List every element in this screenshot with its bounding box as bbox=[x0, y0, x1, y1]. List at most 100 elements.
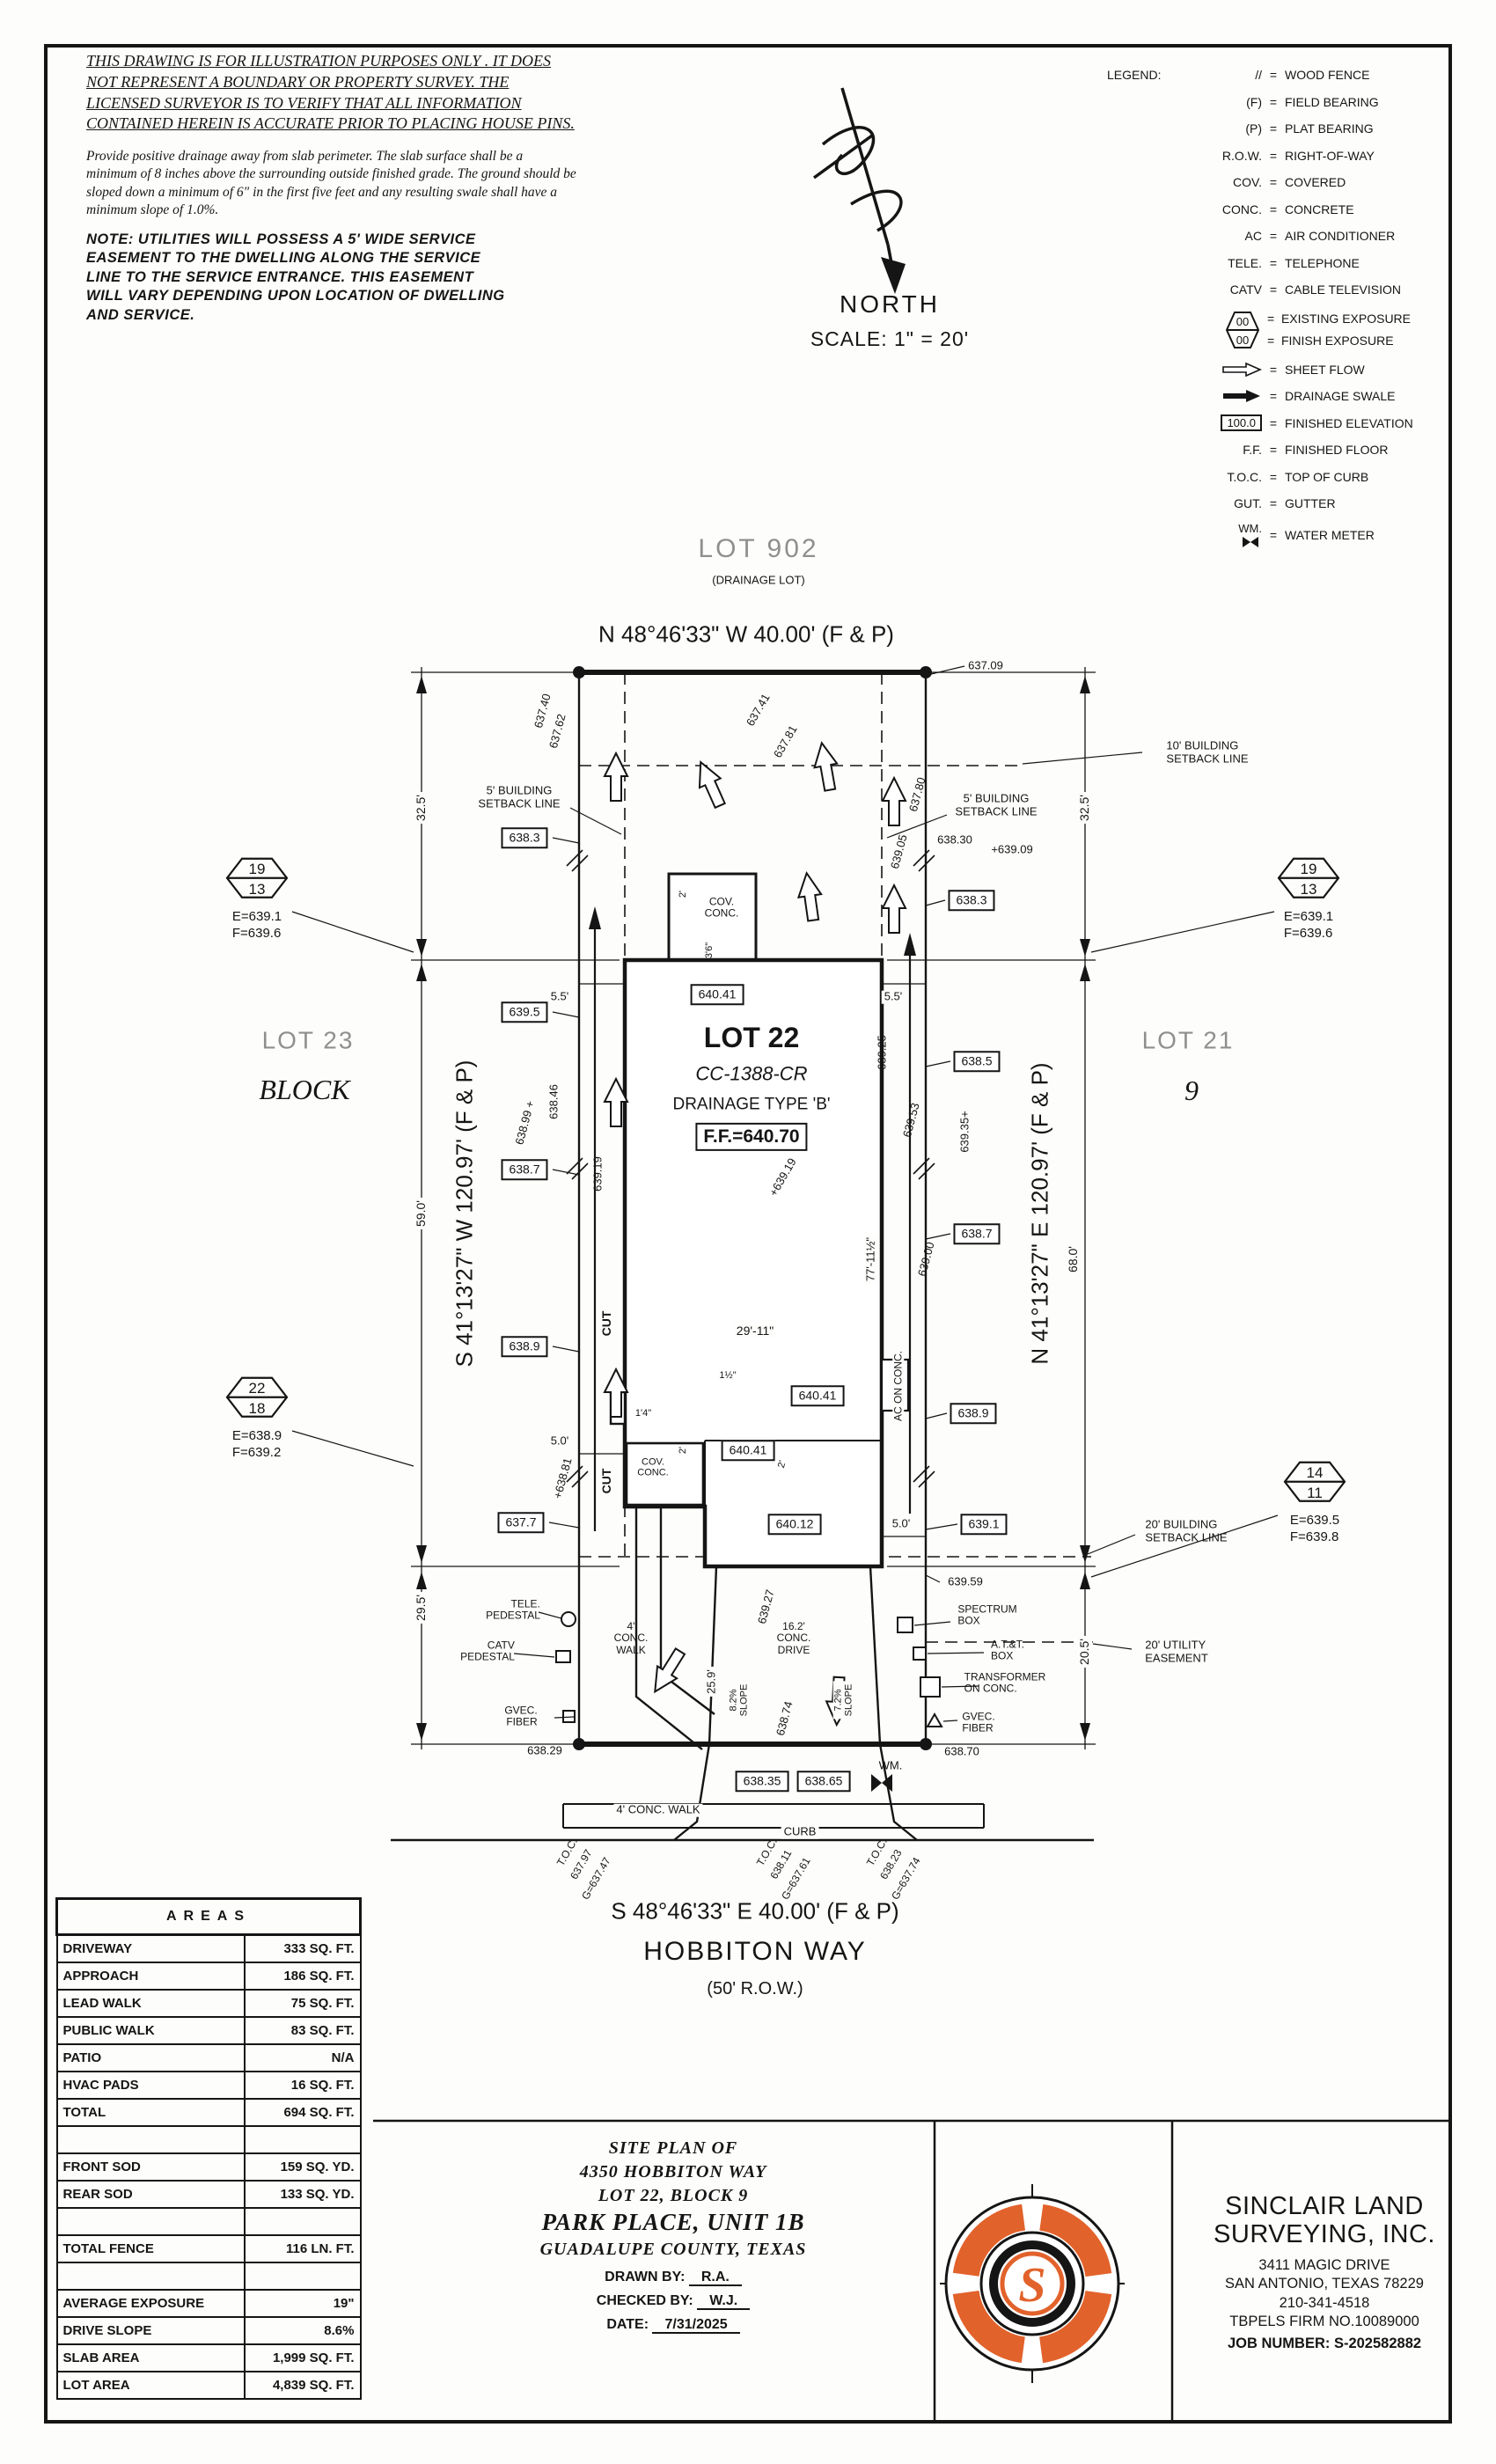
elevation-box-label: 639.1 bbox=[960, 1514, 1008, 1535]
legend: LEGEND: //= WOOD FENCE (F)= FIELD BEARIN… bbox=[1107, 62, 1459, 553]
drawn-by-label: DRAWN BY: bbox=[605, 2269, 686, 2284]
scale-label: SCALE: 1" = 20' bbox=[810, 327, 970, 350]
elevation-box-label: 640.41 bbox=[790, 1385, 845, 1406]
street-name: HOBBITON WAY bbox=[643, 1937, 867, 1967]
finished-elevation-box: 100.0 bbox=[1221, 414, 1262, 432]
plan-label: 639.59 bbox=[948, 1574, 983, 1588]
plat-reference: CC-1388-CR bbox=[695, 1062, 808, 1085]
legend-symbol: (F) bbox=[1246, 94, 1262, 109]
areas-label: FRONT SOD bbox=[55, 2152, 246, 2182]
plan-label: 638.30 bbox=[937, 832, 972, 847]
elevation-box-label: 638.3 bbox=[948, 890, 995, 911]
company-firm-number: TBPELS FIRM NO.10089000 bbox=[1229, 2314, 1419, 2330]
areas-row bbox=[55, 2262, 362, 2291]
svg-text:18: 18 bbox=[249, 1400, 266, 1417]
company-logo: S bbox=[940, 2184, 1125, 2387]
leader-lines bbox=[291, 665, 1279, 1722]
legend-label: AIR CONDITIONER bbox=[1285, 229, 1396, 244]
areas-value bbox=[243, 2125, 362, 2154]
legend-symbol: R.O.W. bbox=[1221, 148, 1262, 163]
areas-row: HVAC PADS 16 SQ. FT. bbox=[55, 2071, 362, 2100]
legend-label: WOOD FENCE bbox=[1285, 68, 1370, 83]
exposure-marker: 19 13 E=639.1 F=639.6 bbox=[224, 854, 290, 942]
legend-label: = FINISH EXPOSURE bbox=[1267, 334, 1394, 348]
elevation-box-label: 638.35 bbox=[735, 1771, 789, 1792]
areas-row: DRIVE SLOPE 8.6% bbox=[55, 2316, 362, 2345]
cov-conc-rear: COV. CONC. bbox=[704, 895, 739, 920]
areas-label: APPROACH bbox=[55, 1962, 246, 1991]
areas-row bbox=[55, 2207, 362, 2236]
finished-floor-elevation: F.F.=640.70 bbox=[695, 1122, 808, 1152]
boundary-corner-markers bbox=[573, 666, 932, 1750]
lot-22-label: LOT 22 bbox=[703, 1022, 800, 1054]
tele-pedestal-icon bbox=[561, 1611, 576, 1627]
areas-value bbox=[243, 2262, 362, 2291]
lot-23-label: LOT 23 bbox=[261, 1026, 355, 1054]
exposure-values: E=638.9 F=639.2 bbox=[231, 1427, 282, 1460]
conc-drive-label: 16.2' CONC. DRIVE bbox=[776, 1619, 811, 1656]
exposure-marker: 22 18 E=638.9 F=639.2 bbox=[224, 1373, 290, 1462]
lot-block-line: LOT 22, BLOCK 9 bbox=[598, 2186, 749, 2205]
exposure-marker: 19 13 E=639.1 F=639.6 bbox=[1275, 854, 1342, 942]
block-number-label: 9 bbox=[1184, 1074, 1199, 1107]
areas-value: 19" bbox=[243, 2289, 362, 2318]
lot-boundary bbox=[574, 670, 931, 1747]
drainage-lot-label: (DRAINAGE LOT) bbox=[712, 573, 805, 587]
block-label: BLOCK bbox=[259, 1074, 350, 1106]
legend-row: T.O.C.= TOP OF CURB bbox=[1227, 469, 1369, 484]
legend-label: COVERED bbox=[1285, 175, 1346, 190]
elevation-box-label: 637.7 bbox=[497, 1512, 545, 1533]
elevation-box-label: 638.65 bbox=[796, 1771, 851, 1792]
legend-symbol: AC bbox=[1244, 229, 1262, 244]
areas-label: LEAD WALK bbox=[55, 1989, 246, 2018]
plan-label: 5.0' bbox=[889, 1517, 913, 1531]
date-row: DATE: 7/31/2025 bbox=[475, 2316, 871, 2334]
legend-label: TOP OF CURB bbox=[1285, 469, 1369, 484]
spectrum-box-icon bbox=[897, 1617, 913, 1633]
exposure-hexagon-icon: 19 13 bbox=[1277, 857, 1340, 898]
legend-label: RIGHT-OF-WAY bbox=[1285, 148, 1375, 163]
title-block: SITE PLAN OF 4350 HOBBITON WAY LOT 22, B… bbox=[475, 2137, 871, 2334]
setback-20-label: 20' BUILDING SETBACK LINE bbox=[1145, 1517, 1228, 1544]
legend-symbol: // bbox=[1255, 68, 1262, 83]
areas-value: 133 SQ. YD. bbox=[243, 2180, 362, 2209]
job-number: JOB NUMBER: S-202582882 bbox=[1227, 2335, 1422, 2351]
water-meter-icon: WM. bbox=[1238, 522, 1262, 548]
setback-10-label: 10' BUILDING SETBACK LINE bbox=[1166, 738, 1249, 765]
legend-label: FIELD BEARING bbox=[1285, 94, 1379, 109]
utility-easement-label: 20' UTILITY EASEMENT bbox=[1145, 1638, 1208, 1664]
plan-label: 29'-11" bbox=[733, 1324, 777, 1338]
legend-symbol: COV. bbox=[1233, 175, 1262, 190]
legend-label: TELEPHONE bbox=[1285, 255, 1360, 270]
legend-row: LEGEND: //= WOOD FENCE bbox=[1107, 68, 1370, 83]
setback-5-right-label: 5' BUILDING SETBACK LINE bbox=[955, 791, 1038, 818]
legend-label: GUTTER bbox=[1285, 496, 1336, 511]
elevation-box-label: 638.7 bbox=[501, 1159, 548, 1180]
areas-label: TOTAL FENCE bbox=[55, 2234, 246, 2263]
areas-value: 4,839 SQ. FT. bbox=[243, 2371, 362, 2400]
utility-easement-note: NOTE: UTILITIES WILL POSSESS A 5' WIDE S… bbox=[86, 231, 505, 323]
county-line: GUADALUPE COUNTY, TEXAS bbox=[539, 2239, 807, 2259]
transformer-icon bbox=[920, 1676, 941, 1698]
legend-row: TELE.= TELEPHONE bbox=[1228, 255, 1360, 270]
areas-value: 1,999 SQ. FT. bbox=[243, 2343, 362, 2372]
legend-row: CATV= CABLE TELEVISION bbox=[1229, 282, 1402, 297]
legend-symbol: TELE. bbox=[1228, 255, 1262, 270]
north-label: NORTH bbox=[839, 290, 941, 318]
legend-label: PLAT BEARING bbox=[1285, 121, 1374, 136]
legend-symbol: GUT. bbox=[1234, 496, 1262, 511]
svg-text:11: 11 bbox=[1307, 1485, 1323, 1501]
areas-row: REAR SOD 133 SQ. YD. bbox=[55, 2180, 362, 2209]
legend-label: FINISHED FLOOR bbox=[1285, 443, 1389, 458]
areas-value: 116 LN. FT. bbox=[243, 2234, 362, 2263]
areas-table: AREAS DRIVEWAY 333 SQ. FT.APPROACH 186 S… bbox=[55, 1897, 362, 2400]
areas-label: REAR SOD bbox=[55, 2180, 246, 2209]
svg-text:00: 00 bbox=[1236, 315, 1249, 328]
areas-row: LOT AREA 4,839 SQ. FT. bbox=[55, 2371, 362, 2400]
areas-row: PATIO N/A bbox=[55, 2043, 362, 2072]
legend-row: COV.= COVERED bbox=[1233, 175, 1346, 190]
date-label: DATE: bbox=[606, 2316, 649, 2332]
bearing-front: S 48°46'33" E 40.00' (F & P) bbox=[611, 1897, 899, 1925]
areas-label: DRIVE SLOPE bbox=[55, 2316, 246, 2345]
